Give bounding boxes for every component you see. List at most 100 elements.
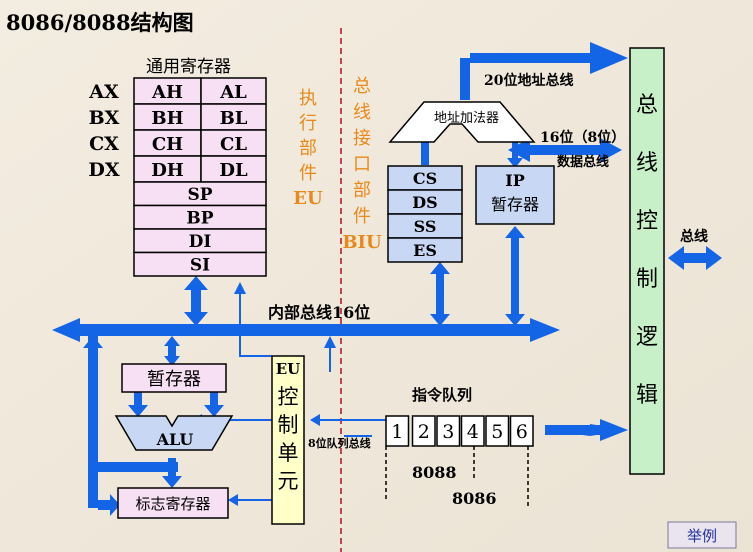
addr-bus-arrow — [460, 42, 628, 74]
reg-cell-bh — [133, 103, 202, 131]
alu — [114, 415, 234, 451]
data-bus-label-2: 数据总线 — [557, 154, 609, 170]
biu-label-char: 口 — [353, 154, 371, 175]
reg-cell-bl — [200, 103, 267, 131]
bus-arrows — [52, 42, 722, 516]
reg-name-bx: BX — [89, 107, 120, 129]
reg-hi-ch: CH — [152, 134, 183, 155]
bus-control-char: 线 — [636, 151, 658, 176]
queue-cell-number: 4 — [467, 421, 479, 443]
reg-hi-bh: BH — [151, 108, 183, 129]
queue-title: 指令队列 — [412, 386, 472, 404]
example-button[interactable]: 举例 — [667, 521, 737, 549]
reg-cell-dh — [133, 155, 202, 183]
ip-register — [475, 165, 555, 225]
eu-label-char: 行 — [299, 113, 317, 134]
addr-bus-vertical — [460, 58, 470, 100]
queue-cell — [509, 415, 534, 447]
bus-control-logic — [629, 47, 665, 475]
alu-label: ALU — [156, 430, 194, 449]
left-bus-up — [83, 336, 103, 348]
ip-temp-label: 暂存器 — [491, 195, 539, 214]
internal-bus-arrow — [52, 318, 560, 342]
reg-hi-ah: AH — [151, 82, 183, 103]
reg-label-di: DI — [189, 232, 212, 252]
seg-cell-es — [387, 237, 463, 263]
example-button-label[interactable]: 举例 — [687, 527, 717, 545]
flag-register-label: 标志寄存器 — [135, 495, 210, 513]
biu-label-char: 线 — [353, 102, 371, 123]
eu-control-char: 元 — [278, 469, 299, 493]
label-8086: 8086 — [452, 489, 497, 508]
left-bus-vertical — [88, 336, 98, 508]
reg-label-bp: BP — [186, 209, 213, 229]
seg-label-cs: CS — [413, 169, 437, 188]
eu-label-char: 件 — [299, 163, 317, 184]
reg-hi-dh: DH — [151, 160, 184, 181]
queue-cell-number: 6 — [516, 421, 528, 443]
reg-name-dx: DX — [88, 159, 119, 181]
biu-label-char: BIU — [342, 232, 382, 253]
seg-bus-arrow — [430, 262, 450, 326]
eu-control-char: EU — [276, 360, 301, 378]
reg-lo-al: AL — [219, 82, 247, 103]
queue-cell-number: 3 — [442, 421, 454, 443]
address-bus-label: 20位地址总线 — [484, 72, 573, 89]
reg-cell-al — [200, 77, 267, 105]
biu-label-char: 接 — [353, 128, 371, 149]
address-adder — [388, 101, 536, 143]
queue-cell — [385, 415, 410, 447]
seg-label-es: ES — [413, 241, 437, 260]
queue-cell — [460, 415, 485, 447]
reg-lo-bl: BL — [220, 108, 248, 129]
eu-control-char: 制 — [278, 413, 299, 437]
data-bus-arrow — [508, 138, 622, 162]
reg-lo-cl: CL — [220, 134, 247, 155]
external-bus-arrow — [668, 246, 722, 270]
alu-left-bus — [98, 462, 178, 472]
segment-registers: CS DS SS ES — [387, 165, 463, 263]
regs-bus-arrow — [184, 276, 208, 326]
address-adder-label: 地址加法器 — [434, 111, 499, 126]
eu-label-char: 部 — [299, 138, 317, 159]
eu-control-char: 控 — [278, 385, 299, 409]
reg-cell-dl — [200, 155, 267, 183]
reg-name-cx: CX — [89, 133, 119, 155]
alu-flag-arrow — [162, 458, 182, 488]
reg-name-ax: AX — [88, 81, 119, 103]
flag-register — [117, 487, 229, 519]
bus-temp-arrow — [164, 336, 180, 366]
eu-control-char: 单 — [278, 441, 299, 465]
bus-control-char: 总 — [636, 93, 658, 118]
queue-cell — [485, 415, 510, 447]
reg-label-sp: SP — [187, 185, 212, 205]
eu-temp-register — [121, 363, 227, 393]
left-bus-to-flag — [98, 494, 120, 516]
bus-control-char: 辑 — [636, 383, 658, 408]
temp-alu-arrow-right — [204, 392, 224, 417]
queue-cell-number: 5 — [491, 421, 503, 443]
seg-label-ss: SS — [414, 217, 437, 236]
queue-cell-number: 2 — [418, 421, 430, 443]
reg-cell-si — [133, 251, 267, 277]
ip-label: IP — [505, 171, 525, 190]
seg-label-ds: DS — [412, 193, 437, 212]
eu-temp-label: 暂存器 — [147, 369, 201, 390]
queue-cell-number: 1 — [391, 421, 403, 443]
bus-control-char: 控 — [636, 209, 658, 234]
data-bus-label-1: 16位（8位） — [540, 129, 625, 146]
eu-label-char: 执 — [299, 88, 317, 109]
external-bus-label: 总线 — [680, 228, 708, 245]
bus-control-char: 逻 — [636, 325, 658, 350]
queue-cell — [436, 415, 461, 447]
general-regs-title: 通用寄存器 — [146, 57, 231, 77]
page-title: 8086/8088结构图 — [6, 10, 194, 35]
